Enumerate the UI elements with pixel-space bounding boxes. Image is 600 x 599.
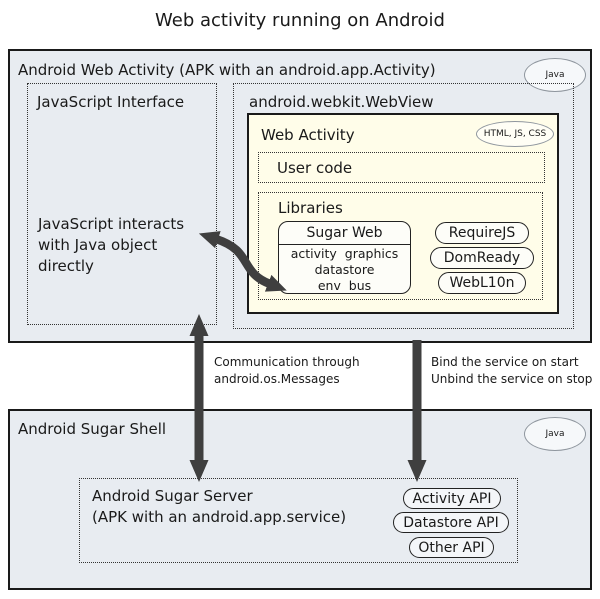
user-code-label: User code [277,159,353,177]
webl10n-pill: WebL10n [438,272,526,294]
android-sugar-server-box: Android Sugar Server (APK with an androi… [79,478,518,563]
webview-title: android.webkit.WebView [249,93,434,111]
android-sugar-server-title: Android Sugar Server (APK with an androi… [92,486,346,528]
java-badge-icon: Java [524,58,586,92]
messages-arrow-label: Communication through android.os.Message… [214,354,360,388]
web-activity-box: Web Activity HTML, JS, CSS User code Lib… [247,113,559,314]
messages-arrow-label-line: Communication through [214,355,360,369]
js-java-note-line: JavaScript interacts [38,215,185,233]
android-web-activity-box: Android Web Activity (APK with an androi… [8,49,592,343]
libraries-box: Libraries Sugar Web activity graphics da… [258,192,543,300]
js-java-note-line: directly [38,257,94,275]
bind-service-label-line: Bind the service on start [431,355,579,369]
js-java-note-line: with Java object [38,236,158,254]
requirejs-pill: RequireJS [435,222,529,244]
java-badge-icon: Java [524,417,586,451]
javascript-interface-title: JavaScript Interface [37,93,185,111]
sugar-web-module-row: env bus [317,278,372,293]
domready-pill: DomReady [430,247,534,269]
sugar-web-modules: activity graphics datastore env bus [279,245,410,294]
libraries-label: Libraries [278,199,343,217]
android-web-activity-header: Android Web Activity (APK with an androi… [18,61,436,79]
android-sugar-server-title-line: Android Sugar Server [92,487,253,505]
other-api-pill: Other API [409,537,494,558]
sugar-web-module-row: activity graphics [290,246,399,261]
sugar-web-title: Sugar Web [279,222,410,245]
java-badge-label: Java [545,429,565,439]
sugar-web-module-row: datastore [314,262,375,277]
android-sugar-shell-box: Android Sugar Shell Java Android Sugar S… [8,409,592,590]
html-js-css-badge-label: HTML, JS, CSS [483,129,547,139]
android-sugar-shell-header: Android Sugar Shell [18,420,167,438]
bind-service-label-line: Unbind the service on stop [431,372,593,386]
javascript-interface-box: JavaScript Interface JavaScript interact… [27,83,217,325]
bind-service-label: Bind the service on start Unbind the ser… [431,354,592,388]
datastore-api-pill: Datastore API [393,512,509,533]
webview-box: android.webkit.WebView Web Activity HTML… [233,83,574,329]
web-activity-title: Web Activity [261,126,355,144]
diagram-title: Web activity running on Android [155,10,445,31]
android-sugar-server-title-line: (APK with an android.app.service) [92,508,347,526]
java-badge-label: Java [545,70,565,80]
messages-arrow-label-line: android.os.Messages [214,372,340,386]
sugar-web-box: Sugar Web activity graphics datastore en… [278,221,411,294]
user-code-box: User code [258,152,545,183]
activity-api-pill: Activity API [403,488,501,509]
js-java-note: JavaScript interacts with Java object di… [38,214,184,277]
html-js-css-badge-icon: HTML, JS, CSS [476,121,554,147]
